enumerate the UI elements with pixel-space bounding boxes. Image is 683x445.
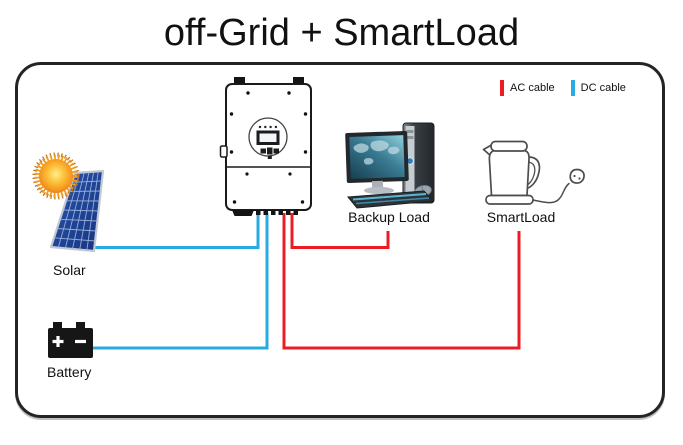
- legend-item-dc: DC cable: [570, 80, 626, 96]
- cable-legend: AC cable DC cable: [500, 80, 626, 96]
- kettle-icon: [482, 140, 585, 205]
- battery-label: Battery: [47, 364, 92, 380]
- inverter-buttons: [260, 147, 279, 159]
- ac-cable-inverter-to-smart-load: [282, 213, 521, 350]
- kettle-cord: [532, 182, 570, 204]
- keyboard-icon: [347, 190, 435, 209]
- inverter-bottom-connectors: [232, 210, 298, 216]
- kettle-base: [485, 194, 534, 205]
- page-title: off-Grid + SmartLoad: [163, 12, 520, 54]
- legend-item-ac: AC cable: [500, 80, 555, 96]
- cable-runs: [90, 213, 521, 350]
- diagram-frame: [15, 62, 665, 418]
- legend-label-ac: AC cable: [510, 82, 555, 94]
- ac-cable-inverter-to-backup-load: [290, 213, 390, 249]
- kettle-plug: [569, 168, 585, 184]
- kettle-spout: [482, 144, 493, 157]
- ac-cable-swatch-icon: [500, 80, 504, 96]
- inverter-screws: [229, 91, 308, 204]
- solar-panel-icon: [49, 169, 105, 253]
- kettle-body: [488, 149, 530, 197]
- inverter-icon: [219, 77, 312, 216]
- backup-load-label: Backup Load: [348, 209, 430, 225]
- screen-worldmap: [353, 140, 400, 165]
- solar-label: Solar: [53, 262, 86, 278]
- kettle-handle: [525, 156, 541, 190]
- inverter-dc-switch: [219, 145, 228, 158]
- inverter-display: [248, 117, 288, 159]
- battery-icon: [48, 322, 93, 358]
- dc-cable-solar-to-inverter: [94, 213, 260, 249]
- computer-icon: [345, 122, 435, 209]
- kettle-lid: [490, 140, 528, 152]
- smart-load-label: SmartLoad: [486, 209, 556, 225]
- battery-terminal-symbols: [52, 336, 86, 347]
- legend-label-dc: DC cable: [580, 82, 626, 94]
- dc-cable-swatch-icon: [570, 80, 575, 96]
- sun-icon: [32, 152, 80, 200]
- dc-cable-battery-to-inverter: [90, 213, 269, 350]
